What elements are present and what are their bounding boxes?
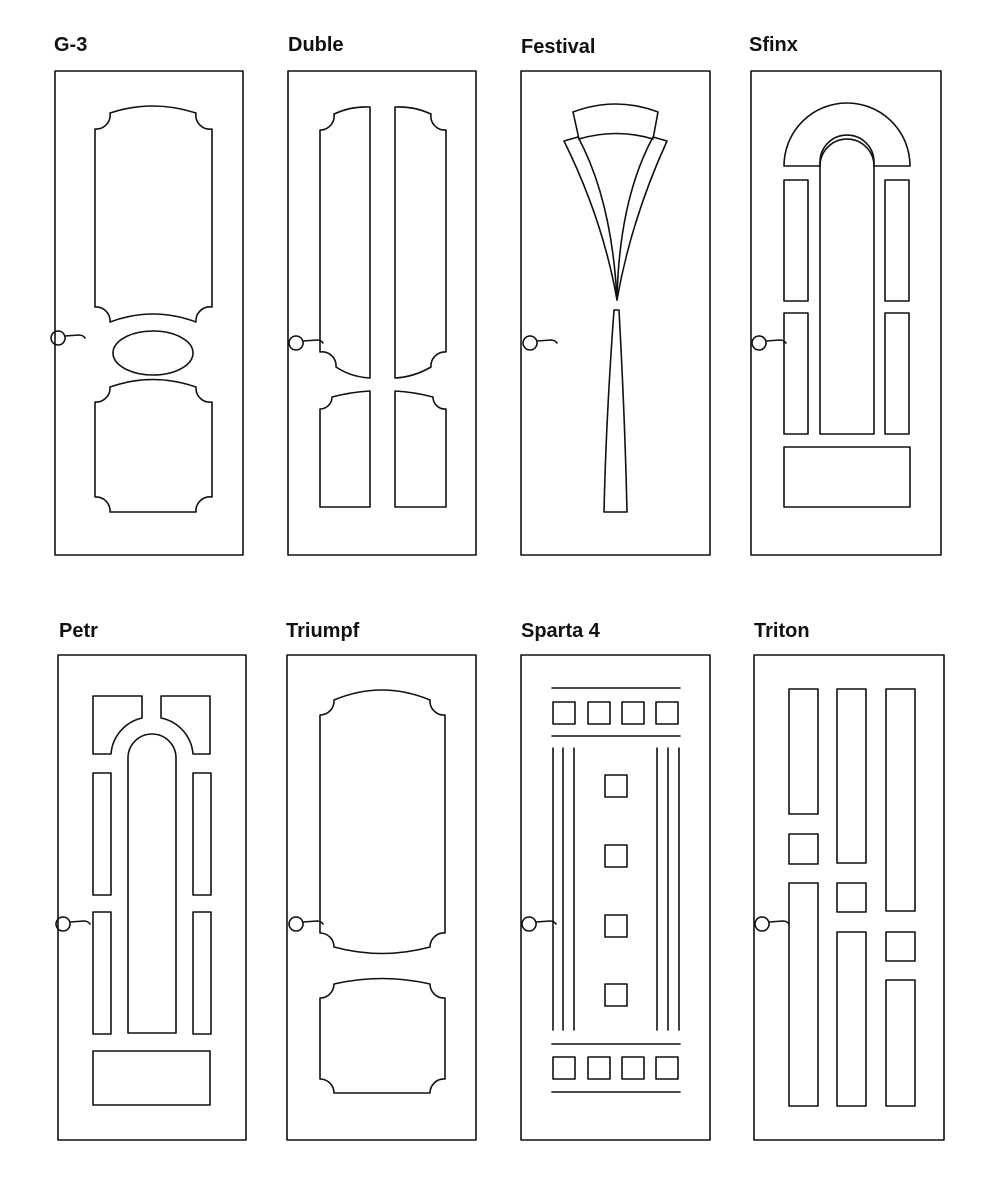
door-sparta-4 [520, 654, 711, 1141]
door-frame [750, 70, 942, 556]
door-label-duble: Duble [288, 34, 344, 56]
door-label-festival: Festival [521, 36, 596, 58]
door-g3 [50, 70, 244, 556]
lower-panel [319, 977, 446, 1094]
door-frame [286, 654, 477, 1141]
oval-panel [112, 330, 194, 376]
door-handle [288, 916, 324, 932]
door-handle [522, 335, 558, 351]
lower-right-panel [394, 390, 447, 508]
side-panel [92, 911, 112, 1035]
door-frame [287, 70, 477, 556]
lower-panel [94, 378, 213, 513]
door-label-triumpf: Triumpf [286, 620, 360, 642]
door-handle [50, 330, 86, 346]
door-label-sparta-4: Sparta 4 [521, 620, 600, 642]
center-square-panel [604, 983, 628, 1007]
door-frame [520, 70, 711, 556]
top-left-corner-panel [92, 695, 143, 755]
door-handle [288, 335, 324, 351]
door-handle [751, 335, 787, 351]
door-handle [521, 916, 557, 932]
small-square-panel [621, 701, 645, 725]
side-panel [884, 312, 910, 435]
door-handle [754, 916, 790, 932]
lower-left-panel [319, 390, 371, 508]
fan-top-panel [572, 103, 659, 140]
bottom-panel [783, 446, 911, 508]
small-square-panel [621, 1056, 645, 1080]
center-square-panel [604, 914, 628, 938]
side-panel [192, 772, 212, 896]
side-panel [192, 911, 212, 1035]
top-right-corner-panel [160, 695, 211, 755]
small-square-panel [587, 701, 611, 725]
center-arch-panel [127, 733, 177, 1034]
door-label-sfinx: Sfinx [749, 34, 798, 56]
door-frame [520, 654, 711, 1141]
square-panel [885, 931, 916, 962]
center-arch-panel [819, 134, 875, 435]
door-label-g3: G-3 [54, 34, 88, 56]
door-frame [57, 654, 247, 1141]
upper-panel [319, 689, 446, 955]
door-frame [54, 70, 244, 556]
arch-band-panel [783, 102, 911, 167]
upper-right-panel [394, 106, 447, 379]
small-square-panel [655, 1056, 679, 1080]
upper-panel [94, 105, 213, 323]
fan-left-blade [563, 136, 618, 301]
tall-panel [836, 931, 867, 1107]
fan-right-blade [616, 136, 668, 301]
square-panel [836, 882, 867, 913]
small-square-panel [587, 1056, 611, 1080]
side-panel [783, 179, 809, 302]
tall-panel [788, 688, 819, 815]
door-petr [55, 654, 247, 1141]
side-panel [92, 772, 112, 896]
center-square-panel [604, 844, 628, 868]
door-triton [753, 654, 945, 1141]
door-festival [520, 70, 711, 556]
door-frame [753, 654, 945, 1141]
square-panel [788, 833, 819, 865]
small-square-panel [552, 701, 576, 725]
door-handle [55, 916, 91, 932]
door-triumpf [286, 654, 477, 1141]
center-square-panel [604, 774, 628, 798]
small-square-panel [655, 701, 679, 725]
side-panel [783, 312, 809, 435]
tall-panel [788, 882, 819, 1107]
tall-panel [885, 688, 916, 912]
door-sfinx [750, 70, 942, 556]
upper-left-panel [319, 106, 371, 379]
side-panel [884, 179, 910, 302]
small-square-panel [552, 1056, 576, 1080]
tall-panel [836, 688, 867, 864]
door-duble [287, 70, 477, 556]
tall-panel [885, 979, 916, 1107]
door-label-triton: Triton [754, 620, 810, 642]
door-label-petr: Petr [59, 620, 98, 642]
stem-panel [603, 309, 628, 513]
bottom-panel [92, 1050, 211, 1106]
